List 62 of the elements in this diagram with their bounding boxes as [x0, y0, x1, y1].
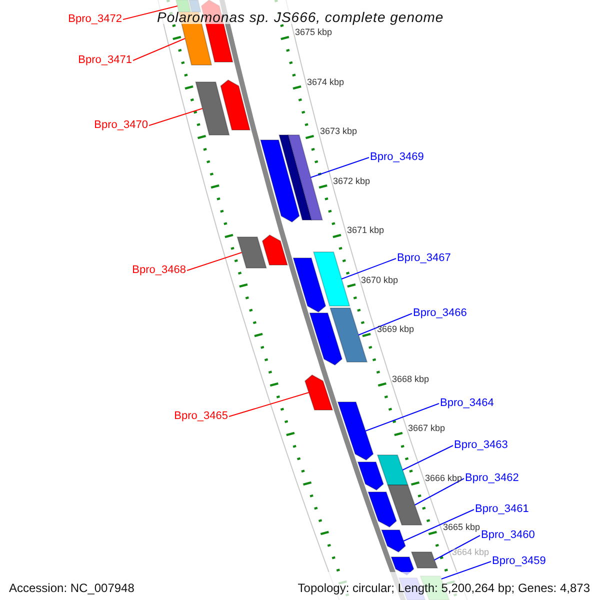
gene-bar: [410, 552, 438, 568]
gene-bar: [262, 234, 288, 266]
genome-summary: Topology: circular; Length: 5,200,264 bp; Genes: 4,873: [298, 582, 590, 594]
scale-label: 3668 kbp: [392, 375, 430, 384]
gene-bar: [376, 454, 408, 486]
scale-label: 3673 kbp: [320, 127, 358, 136]
leader-line: [364, 403, 440, 432]
gene-label: Bpro_3466: [413, 308, 467, 319]
gene-bar: [312, 252, 350, 306]
gene-bar: [195, 82, 230, 136]
scale-label: 3674 kbp: [307, 78, 344, 87]
scale-label: 3665 kbp: [443, 523, 480, 532]
scale-label: 3664 kbp: [452, 548, 490, 557]
gene-bar: [330, 308, 368, 362]
gene-bar: [380, 530, 406, 553]
leader-line: [228, 392, 310, 417]
gene-bar: [368, 492, 397, 528]
gene-bar: [387, 484, 422, 526]
leader-line: [402, 445, 454, 470]
gene-bar: [292, 258, 326, 313]
gene-bar: [357, 462, 384, 491]
gene-bar: [220, 79, 251, 130]
leader-line: [341, 258, 396, 280]
scale-label: 3666 kbp: [425, 474, 462, 483]
leader-line: [440, 561, 492, 580]
gene-label: Bpro_3461: [475, 504, 529, 515]
gene-bar: [309, 312, 343, 366]
gene-label: Bpro_3465: [174, 411, 228, 422]
accession-text: Accession: NC_007948: [9, 582, 134, 594]
scale-label: 3669 kbp: [377, 325, 414, 334]
scale-label: 3670 kbp: [361, 276, 398, 285]
scale-label: 3672 kbp: [333, 177, 370, 186]
scale-label: 3671 kbp: [347, 226, 384, 235]
gene-label: Bpro_3468: [132, 265, 186, 276]
gene-label: Bpro_3467: [397, 253, 451, 264]
gene-bar: [288, 134, 324, 220]
gene-label: Bpro_3464: [440, 398, 494, 409]
gene-bar: [304, 374, 334, 410]
leader-line: [414, 478, 464, 506]
gene-bar: [260, 140, 300, 223]
leader-line: [358, 313, 412, 336]
gene-label: Bpro_3459: [492, 556, 546, 567]
gene-bar: [236, 236, 267, 268]
leader-line: [186, 252, 242, 271]
gene-bar: [337, 402, 374, 461]
gene-label: Bpro_3470: [94, 120, 148, 131]
gene-bar: [278, 134, 312, 220]
gene-label: Bpro_3460: [481, 530, 535, 541]
leader-line: [434, 535, 480, 560]
gene-label: Bpro_3472: [68, 14, 122, 25]
gene-label: Bpro_3471: [78, 55, 132, 66]
scale-label: 3675 kbp: [295, 28, 332, 37]
leader-line: [403, 509, 474, 542]
gene-label: Bpro_3462: [465, 473, 519, 484]
map-title: Polaromonas sp. JS666, complete genome: [157, 10, 444, 24]
leader-line: [148, 108, 203, 126]
gene-label: Bpro_3463: [454, 440, 508, 451]
leader-line: [310, 157, 370, 178]
leader-line: [122, 6, 178, 20]
gene-label: Bpro_3469: [370, 152, 424, 163]
scale-label: 3667 kbp: [408, 424, 446, 433]
leader-line: [132, 38, 186, 61]
